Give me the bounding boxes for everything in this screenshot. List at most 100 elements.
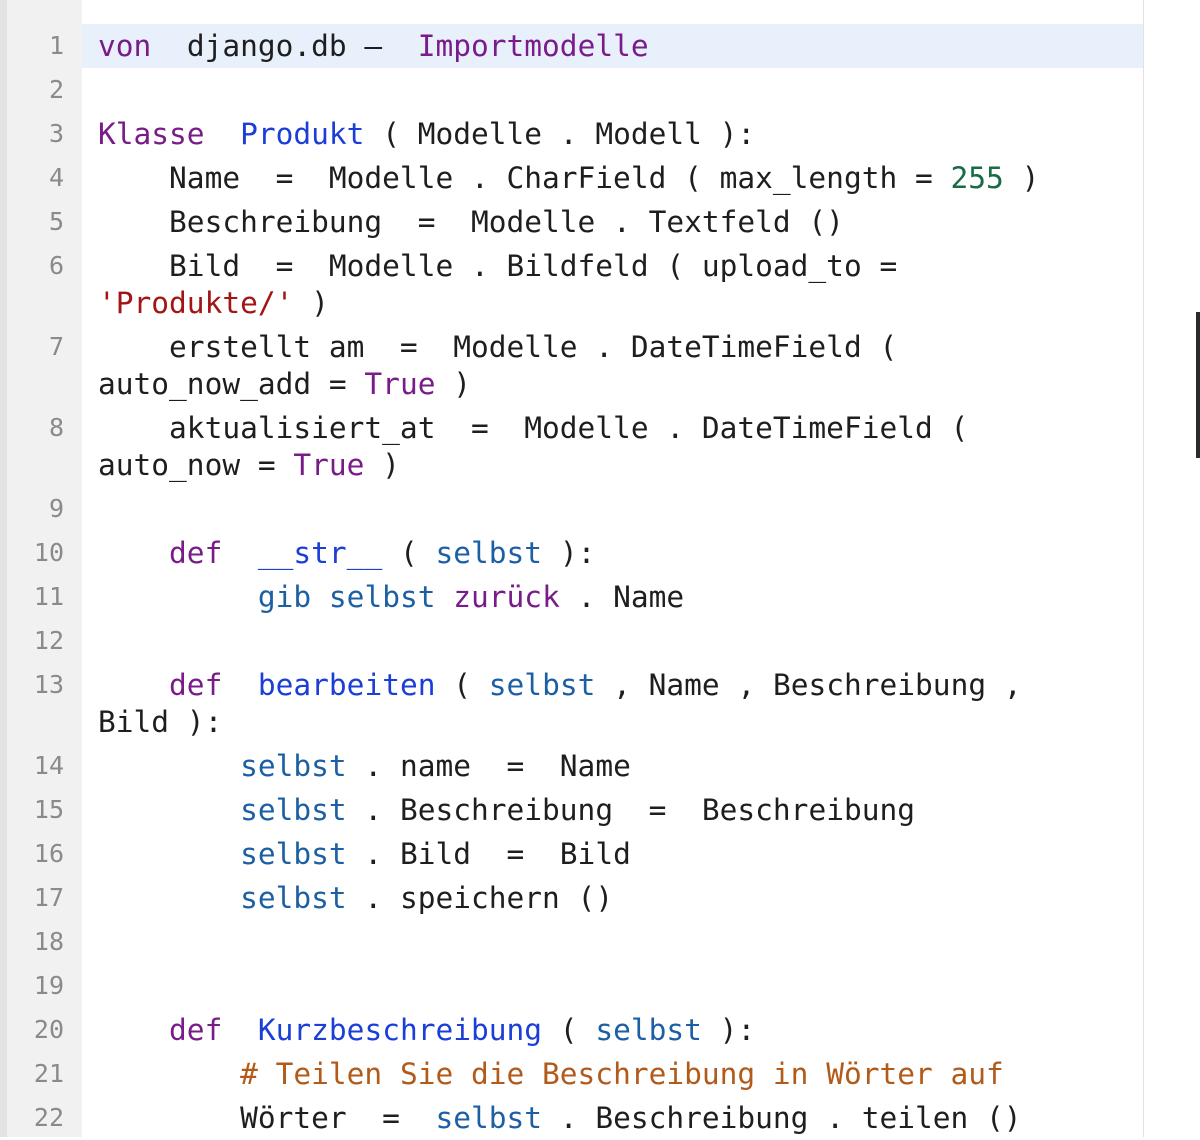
code-token: ( Modelle . Modell ): — [364, 117, 756, 151]
code-token: ) — [1003, 161, 1040, 195]
code-token — [222, 668, 258, 702]
line-number: 3 — [48, 119, 64, 148]
line-number: 20 — [33, 1015, 64, 1044]
code-token: Importmodelle — [417, 29, 649, 63]
editor-right-border — [1143, 0, 1144, 1137]
line-number: 9 — [48, 494, 64, 523]
code-line[interactable]: auto_now_add = True ) — [98, 366, 1138, 402]
code-token: selbst — [595, 1013, 702, 1047]
code-token: Wörter = — [98, 1101, 436, 1135]
code-line[interactable]: von django.db – Importmodelle — [98, 28, 1138, 64]
code-line[interactable]: def bearbeiten ( selbst , Name , Beschre… — [98, 667, 1138, 703]
code-token: # Teilen Sie die Beschreibung in Wörter … — [240, 1057, 1004, 1091]
code-token: def — [169, 668, 223, 702]
code-token: django.db – — [151, 29, 418, 63]
code-token: Kurzbeschreibung — [257, 1013, 543, 1047]
code-token — [222, 536, 258, 570]
code-line[interactable]: Beschreibung = Modelle . Textfeld () — [98, 204, 1138, 240]
line-number: 11 — [33, 582, 64, 611]
code-token: def — [169, 1013, 223, 1047]
code-token: ) — [293, 286, 329, 320]
code-token: __str__ — [257, 536, 383, 570]
code-line[interactable]: Bild = Modelle . Bildfeld ( upload_to = — [98, 248, 1138, 284]
code-token: . Name — [559, 580, 685, 614]
code-token: True — [364, 367, 436, 401]
code-line[interactable]: selbst . Bild = Bild — [98, 836, 1138, 872]
code-token: ) — [364, 448, 400, 482]
active-line-highlight — [82, 24, 1143, 68]
line-number: 2 — [48, 75, 64, 104]
code-token: 'Produkte/' — [98, 286, 294, 320]
code-token — [98, 1013, 169, 1047]
line-number: 16 — [33, 839, 64, 868]
line-number: 12 — [33, 626, 64, 655]
code-token: gib — [257, 580, 312, 614]
code-token — [98, 749, 240, 783]
code-token: . Bild = Bild — [346, 837, 631, 871]
code-token: selbst — [488, 668, 596, 702]
code-token: erstellt am = Modelle . DateTimeField ( — [98, 330, 898, 364]
code-token: von — [98, 29, 152, 63]
code-line[interactable]: selbst . Beschreibung = Beschreibung — [98, 792, 1138, 828]
code-token: ( — [435, 668, 489, 702]
code-token — [98, 1057, 240, 1091]
line-number: 1 — [48, 31, 64, 60]
gutter-edge — [0, 0, 7, 1137]
code-token: , Name , Beschreibung , — [595, 668, 1022, 702]
line-number: 10 — [33, 538, 64, 567]
code-token: ): — [701, 1013, 756, 1047]
code-token: True — [293, 448, 365, 482]
line-number: 5 — [48, 207, 64, 236]
code-line[interactable]: Wörter = selbst . Beschreibung . teilen … — [98, 1100, 1138, 1136]
code-token: selbst — [435, 1101, 543, 1135]
code-token: Klasse — [98, 117, 205, 151]
code-token: Name = Modelle . CharField ( max_length … — [98, 161, 951, 195]
code-token: ( — [382, 536, 436, 570]
code-token — [98, 793, 240, 827]
line-number: 19 — [33, 971, 64, 1000]
code-token: 255 — [950, 161, 1004, 195]
code-token: . Beschreibung = Beschreibung — [346, 793, 916, 827]
code-token — [436, 580, 454, 614]
line-number-gutter — [0, 0, 82, 1137]
line-number: 7 — [48, 332, 64, 361]
code-token — [98, 668, 169, 702]
code-token: Bild ): — [98, 705, 223, 739]
code-token: . name = Name — [346, 749, 631, 783]
code-line[interactable]: selbst . speichern () — [98, 880, 1138, 916]
line-number: 17 — [33, 883, 64, 912]
code-line[interactable]: erstellt am = Modelle . DateTimeField ( — [98, 329, 1138, 365]
code-line[interactable]: Klasse Produkt ( Modelle . Modell ): — [98, 116, 1138, 152]
code-token: ): — [542, 536, 596, 570]
code-line[interactable]: # Teilen Sie die Beschreibung in Wörter … — [98, 1056, 1138, 1092]
code-token: Produkt — [240, 117, 365, 151]
line-number: 4 — [48, 163, 64, 192]
code-line[interactable]: selbst . name = Name — [98, 748, 1138, 784]
code-token — [311, 580, 329, 614]
code-line[interactable]: Bild ): — [98, 704, 1138, 740]
code-token — [98, 837, 240, 871]
code-token: ) — [435, 367, 471, 401]
code-line[interactable]: def __str__ ( selbst ): — [98, 535, 1138, 571]
code-token: selbst — [435, 536, 543, 570]
code-token: bearbeiten — [257, 668, 436, 702]
line-number: 6 — [48, 251, 64, 280]
line-number: 15 — [33, 795, 64, 824]
line-number: 21 — [33, 1059, 64, 1088]
code-token: zurück — [453, 580, 560, 614]
code-line[interactable]: def Kurzbeschreibung ( selbst ): — [98, 1012, 1138, 1048]
scrollbar-thumb[interactable] — [1196, 312, 1200, 458]
code-token: selbst — [240, 749, 347, 783]
code-line[interactable]: gib selbst zurück . Name — [98, 579, 1138, 615]
code-token — [98, 580, 258, 614]
code-line[interactable]: Name = Modelle . CharField ( max_length … — [98, 160, 1138, 196]
line-number: 18 — [33, 927, 64, 956]
code-line[interactable]: aktualisiert_at = Modelle . DateTimeFiel… — [98, 410, 1138, 446]
code-token: ( — [542, 1013, 596, 1047]
code-token — [98, 881, 240, 915]
code-token: selbst — [328, 580, 436, 614]
line-number: 13 — [33, 670, 64, 699]
code-line[interactable]: auto_now = True ) — [98, 447, 1138, 483]
code-token: Bild = Modelle . Bildfeld ( upload_to = — [98, 249, 898, 283]
code-line[interactable]: 'Produkte/' ) — [98, 285, 1138, 321]
